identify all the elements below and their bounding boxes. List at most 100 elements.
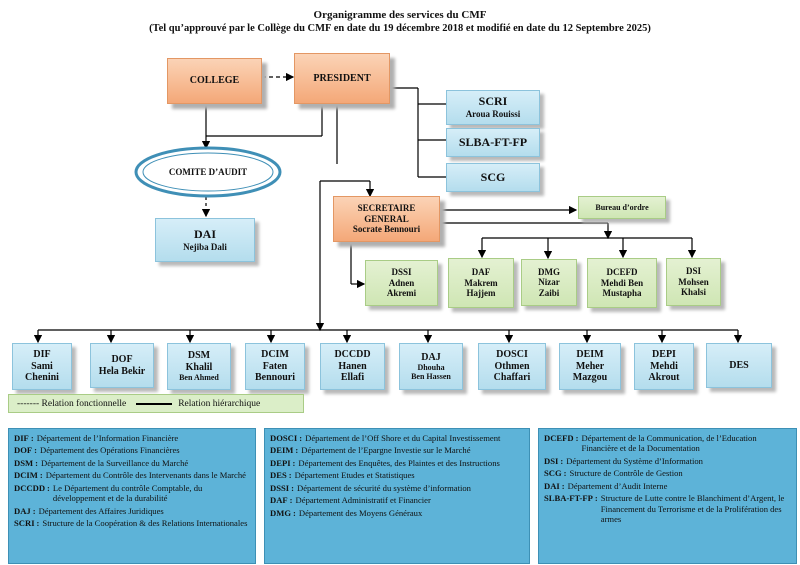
department-line2: Bennouri [254, 372, 295, 384]
glossary-abbrev: DAI [544, 480, 560, 491]
department-line2: Chaffari [493, 372, 531, 384]
glossary-text: Département des Moyens Généraux [298, 507, 423, 518]
department-dif: DIF Sami Chenini [12, 343, 72, 390]
glossary-entry: DCIM:Département du Contrôle des Interve… [14, 470, 246, 481]
legend-functional: ------- Relation fonctionnelle [17, 398, 127, 409]
glossary-entry: DAF:Département Administratif et Financi… [270, 495, 431, 506]
department-line2: Akrout [648, 372, 680, 384]
sg-dept-line1: Nizar [538, 277, 560, 288]
glossary-abbrev: DCCDD [14, 482, 46, 493]
legend: ------- Relation fonctionnelle Relation … [8, 394, 304, 413]
department-line2: Ellafi [340, 372, 365, 384]
department-line1: Khalil [185, 361, 213, 373]
slba-code: SLBA-FT-FP [458, 134, 528, 149]
glossary-entry: DAJ:Département des Affaires Juridiques [14, 505, 164, 516]
bureau-ordre-box: Bureau d’ordre [578, 196, 666, 219]
department-code: DEPI [652, 349, 676, 361]
scg-code: SCG [480, 169, 506, 184]
department-code: DCIM [261, 349, 289, 361]
glossary-text: Département du Système d’Information [566, 455, 703, 466]
glossary-abbrev: DMG [270, 507, 292, 518]
glossary-text: Structure de la Coopération & des Relati… [42, 518, 248, 529]
comite-audit-text: COMITE D’AUDIT [168, 166, 248, 177]
department-daj: DAJ Dhouha Ben Hassen [399, 343, 463, 390]
page-title: Organigramme des services du CMF [313, 9, 487, 21]
glossary-abbrev: DSM [14, 457, 34, 468]
glossary-text: Département de l’Information Financière [36, 433, 179, 443]
dssi-line1: Adnen [388, 277, 415, 288]
glossary-text: Département Administratif et Financier [295, 495, 431, 506]
glossary-entry: DMG:Département des Moyens Généraux [270, 507, 423, 518]
sg-dept-code: DAF [471, 267, 491, 278]
department-code: DEIM [576, 349, 604, 361]
glossary-abbrev: DSI [544, 455, 559, 466]
sg-dept-code: DSI [685, 266, 701, 277]
president-box: PRESIDENT [294, 53, 390, 104]
department-dcim: DCIM Faten Bennouri [245, 343, 305, 390]
secretaire-general-box: SECRETAIRE GENERAL Socrate Bennouri [333, 196, 440, 242]
president-label: PRESIDENT [313, 72, 371, 84]
legend-solid-line [136, 402, 173, 405]
glossary-text: Département de la Communication, de l’Ed… [581, 433, 757, 454]
glossary-entry: DCEFD:Département de la Communication, d… [544, 433, 791, 454]
glossary-abbrev: DAJ [14, 505, 31, 516]
college-label: COLLEGE [189, 75, 240, 87]
sg-dept-line1: Mehdi Ben [600, 277, 644, 288]
department-line1: Meher [575, 360, 605, 372]
sg-dept-line2: Hajjem [466, 288, 496, 299]
sg-dept-line1: Makrem [464, 277, 498, 288]
glossary-text: Structure de Contrôle de Gestion [569, 468, 683, 479]
sg-name: Socrate Bennouri [352, 224, 421, 235]
sg-dept-dmg: DMG Nizar Zaibi [521, 259, 577, 306]
department-line2: Chenini [25, 372, 59, 384]
bureau-ordre-label: Bureau d’ordre [595, 202, 649, 212]
department-dccdd: DCCDD Hanen Ellafi [320, 343, 385, 390]
glossary-entry: DES:Département Etudes et Statistiques [270, 470, 415, 481]
glossary-left: DIF:Département de l’Information Financi… [8, 428, 256, 564]
department-line1: Othmen [494, 360, 530, 372]
sg-dept-dcefd: DCEFD Mehdi Ben Mustapha [587, 258, 657, 308]
glossary-text: Département de l’Epargne Investie sur le… [301, 445, 471, 456]
comite-audit-label: COMITE D’AUDIT [140, 162, 276, 182]
glossary-entry: SCRI:Structure de la Coopération & des R… [14, 518, 248, 529]
sg-dept-dsi: DSI Mohsen Khalsi [666, 258, 721, 306]
glossary-text: Département de sécurité du système d’inf… [296, 482, 471, 493]
glossary-entry: DSI:Département du Système d’Information [544, 455, 703, 466]
glossary-entry: DIF:Département de l’Information Financi… [14, 433, 179, 443]
department-line1: Dhouha [417, 363, 445, 373]
glossary-entry: DCCDD:Le Département du contrôle Comptab… [14, 483, 250, 504]
dssi-line2: Akremi [386, 288, 417, 299]
scri-name: Aroua Rouissi [465, 109, 521, 120]
glossary-abbrev: DCEFD [544, 433, 574, 443]
glossary-text: Département du Contrôle des Intervenants… [45, 470, 246, 481]
dai-box: DAI Nejiba Dali [155, 218, 255, 262]
department-dosci: DOSCI Othmen Chaffari [478, 343, 546, 390]
glossary-entry: DAI:Département d’Audit Interne [544, 480, 668, 491]
scri-box: SCRI Aroua Rouissi [446, 90, 540, 125]
dssi-box: DSSI Adnen Akremi [365, 260, 438, 306]
department-line1: Sami [31, 360, 53, 372]
department-des: DES [706, 343, 772, 388]
college-box: COLLEGE [167, 58, 262, 104]
glossary-abbrev: DOF [14, 445, 33, 456]
glossary-abbrev: SCRI [14, 518, 35, 529]
glossary-entry: SCG:Structure de Contrôle de Gestion [544, 468, 683, 479]
glossary-abbrev: DIF [14, 433, 29, 443]
department-dof: DOF Hela Bekir [90, 343, 154, 388]
scri-code: SCRI [478, 94, 508, 109]
glossary-text: Département Etudes et Statistiques [294, 470, 415, 481]
dssi-code: DSSI [391, 267, 412, 278]
department-code: DOSCI [496, 349, 528, 361]
sg-dept-line2: Khalsi [680, 287, 706, 298]
glossary-entry: DOF:Département des Opérations Financièr… [14, 445, 180, 456]
glossary-text: Département de la Surveillance du Marché [40, 457, 189, 468]
department-line2: Ben Ahmed [179, 373, 219, 383]
department-depi: DEPI Mehdi Akrout [634, 343, 694, 390]
department-dsm: DSM Khalil Ben Ahmed [167, 343, 231, 390]
glossary-abbrev: DCIM [14, 470, 38, 481]
department-deim: DEIM Meher Mazgou [559, 343, 621, 390]
department-line1: Mehdi [650, 360, 678, 372]
glossary-entry: DOSCI:Département de l’Off Shore et du C… [270, 433, 501, 443]
legend-hierarchical: Relation hiérarchique [178, 398, 261, 409]
